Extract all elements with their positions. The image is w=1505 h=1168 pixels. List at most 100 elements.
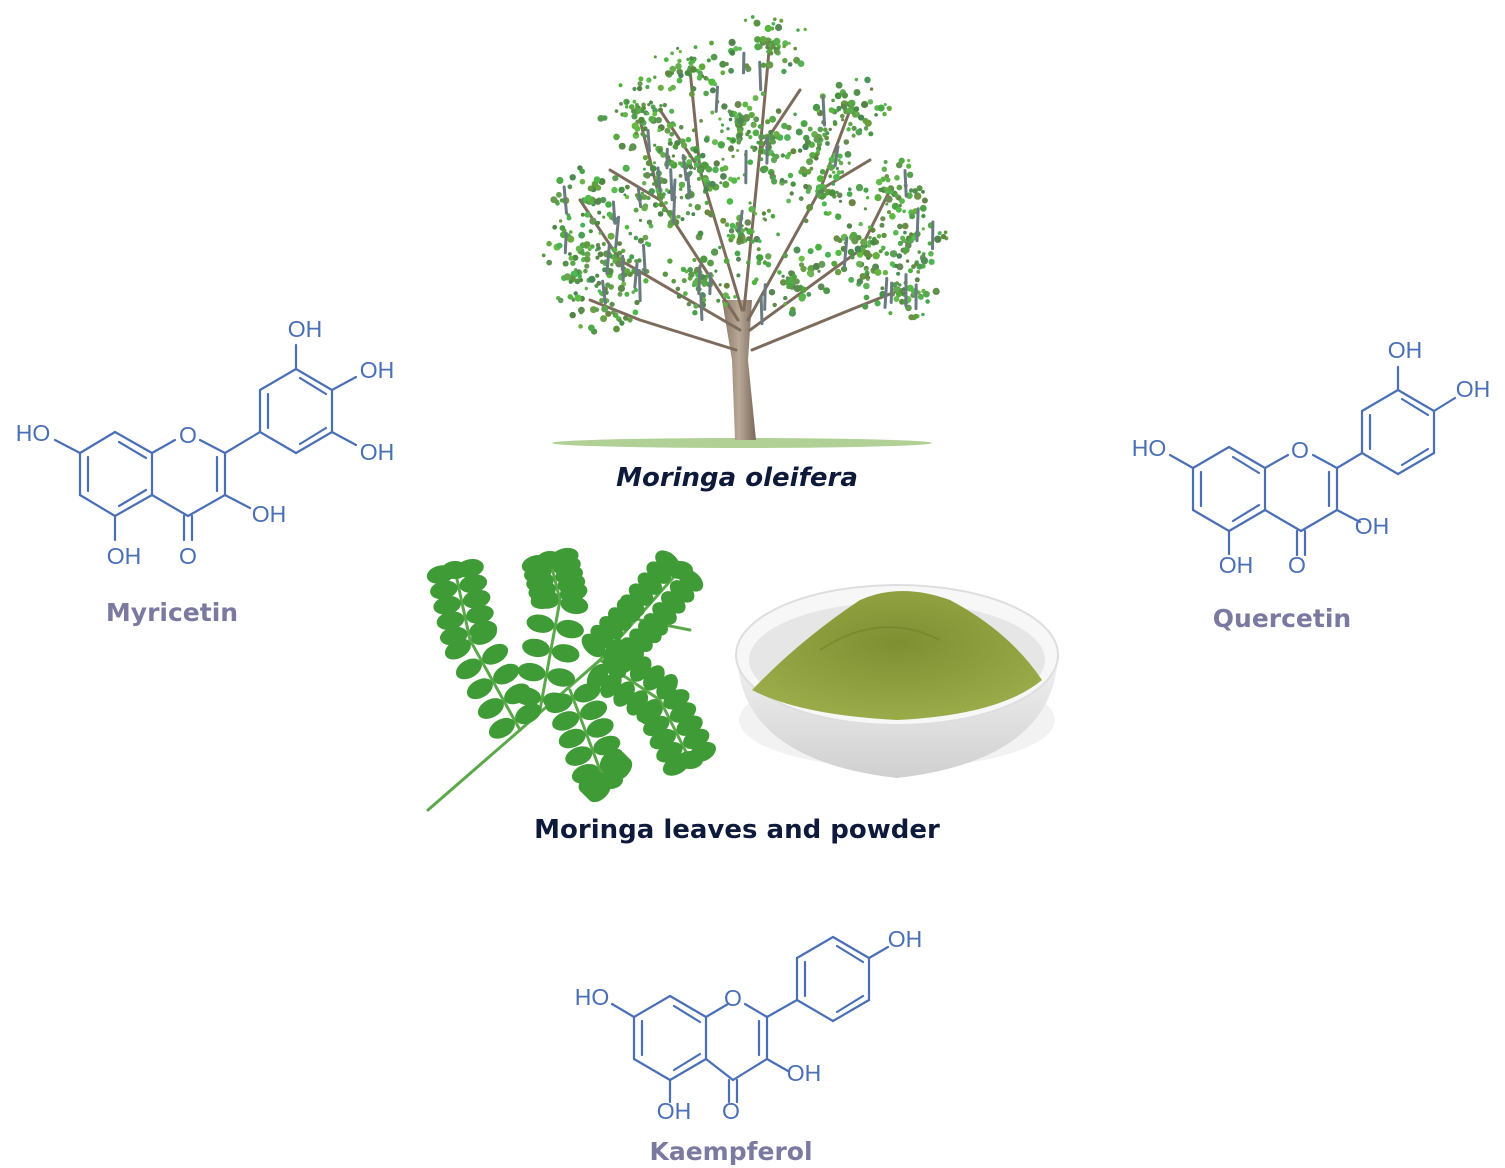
foliage-dot: [834, 268, 842, 276]
foliage-dot: [579, 168, 585, 175]
foliage-dot: [676, 77, 683, 84]
foliage-dot: [756, 260, 762, 266]
foliage-dot: [644, 172, 651, 179]
foliage-dot: [693, 162, 699, 168]
foliage-dot: [719, 181, 723, 185]
foliage-dot: [758, 140, 765, 147]
foliage-dot: [720, 129, 724, 133]
leaflet: [677, 751, 703, 769]
foliage-dot: [613, 133, 620, 141]
foliage-dot: [720, 217, 727, 224]
foliage-dot: [840, 103, 847, 109]
foliage-dot: [841, 118, 845, 122]
foliage-dot: [676, 214, 681, 219]
foliage-dot: [825, 251, 831, 258]
foliage-dot: [707, 210, 715, 218]
foliage-dot: [858, 221, 863, 227]
foliage-dot: [583, 268, 588, 274]
foliage-dot: [908, 314, 915, 321]
foliage-dot: [637, 237, 644, 244]
myricetin-oh-c-label: OH: [360, 439, 395, 465]
foliage-dot: [711, 139, 718, 146]
leaflet: [558, 728, 586, 749]
foliage-dot: [594, 198, 602, 205]
leaflet: [597, 771, 623, 789]
foliage-dot: [895, 206, 902, 213]
foliage-dot: [909, 232, 914, 237]
foliage-dot: [856, 260, 863, 268]
leaflet: [522, 638, 550, 658]
foliage-dot: [584, 211, 591, 218]
seed-pod: [614, 215, 621, 249]
foliage-dot: [605, 310, 612, 317]
foliage-dot: [707, 186, 713, 192]
foliage-dot: [718, 283, 722, 287]
foliage-dot: [897, 240, 904, 246]
foliage-dot: [921, 213, 926, 219]
foliage-dot: [927, 241, 932, 246]
foliage-dot: [912, 188, 918, 194]
foliage-dot: [882, 269, 889, 276]
foliage-dot: [753, 19, 761, 27]
foliage-dot: [588, 324, 595, 332]
foliage-dot: [882, 111, 887, 117]
foliage-dot: [616, 250, 623, 256]
foliage-dot: [642, 181, 647, 186]
seed-pod: [889, 281, 894, 304]
seed-pod: [562, 185, 568, 215]
foliage-dot: [748, 206, 755, 213]
quercetin-structure: HO OH O O OH OH OH: [1132, 337, 1491, 578]
foliage-dot: [906, 171, 914, 178]
foliage-dot: [784, 154, 791, 160]
foliage-dot: [928, 258, 935, 265]
foliage-dot: [636, 85, 643, 92]
foliage-dot: [851, 125, 857, 131]
foliage-dot: [766, 50, 770, 54]
leaflet: [573, 682, 601, 703]
foliage-dot: [686, 301, 692, 307]
seed-pod: [672, 195, 677, 224]
foliage-dot: [667, 258, 673, 264]
foliage-dot: [781, 122, 788, 130]
foliage-dot: [880, 216, 886, 222]
foliage-dot: [744, 219, 752, 226]
seed-pod: [656, 166, 662, 193]
foliage-dot: [765, 41, 770, 46]
foliage-dot: [806, 270, 813, 277]
foliage-dot: [732, 111, 738, 116]
foliage-dot: [909, 238, 913, 242]
kaempferol-oh-a-label: OH: [888, 926, 923, 952]
foliage-dot: [877, 104, 885, 112]
foliage-dot: [567, 184, 573, 190]
foliage-dot: [568, 252, 572, 256]
foliage-dot: [772, 302, 777, 308]
foliage-dot: [569, 311, 576, 319]
foliage-dot: [690, 66, 697, 73]
foliage-dot: [579, 178, 586, 185]
foliage-dot: [697, 74, 702, 80]
foliage-dot: [828, 174, 832, 178]
foliage-dot: [568, 255, 574, 261]
foliage-dot: [648, 115, 655, 123]
foliage-dot: [885, 177, 891, 183]
foliage-dot: [902, 209, 906, 214]
foliage-dot: [589, 217, 597, 225]
foliage-dot: [928, 251, 934, 257]
foliage-dot: [627, 317, 633, 323]
foliage-dot: [594, 307, 600, 313]
foliage-dot: [607, 232, 615, 240]
foliage-dot: [748, 111, 755, 119]
foliage-dot: [649, 173, 654, 177]
foliage-dot: [836, 105, 842, 111]
foliage-dot: [670, 51, 674, 56]
foliage-dot: [848, 99, 856, 108]
foliage-dot: [859, 273, 867, 280]
foliage-dot: [872, 252, 880, 260]
foliage-dot: [684, 70, 691, 76]
seed-pod: [842, 236, 849, 268]
foliage-dot: [567, 294, 573, 300]
foliage-dot: [805, 169, 812, 175]
foliage-dot: [712, 166, 719, 174]
foliage-dot: [718, 245, 722, 250]
foliage-dot: [760, 91, 766, 96]
